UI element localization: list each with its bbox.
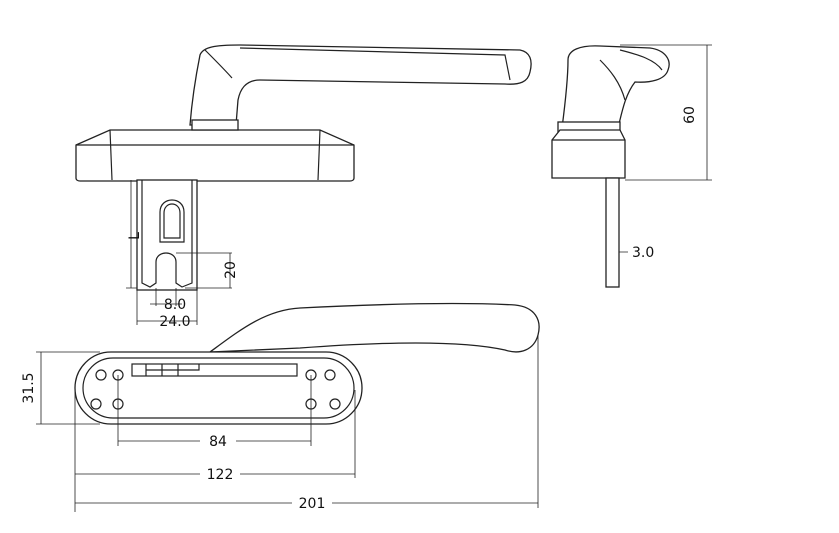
dim-31-5: 31.5 xyxy=(21,372,37,403)
dim-60: 60 xyxy=(682,106,698,124)
dim-84: 84 xyxy=(209,434,227,450)
dim-24: 24.0 xyxy=(159,314,190,330)
dim-L: L xyxy=(127,232,143,240)
dim-8: 8.0 xyxy=(164,297,186,313)
dim-3: 3.0 xyxy=(632,245,654,261)
side-view: 60 3.0 xyxy=(551,44,712,288)
dim-20: 20 xyxy=(223,261,239,279)
front-view: L 20 8.0 24.0 xyxy=(75,44,532,330)
dim-201: 201 xyxy=(299,496,326,512)
dim-122: 122 xyxy=(207,467,234,483)
plan-view: 31.5 84 122 201 xyxy=(21,302,540,512)
